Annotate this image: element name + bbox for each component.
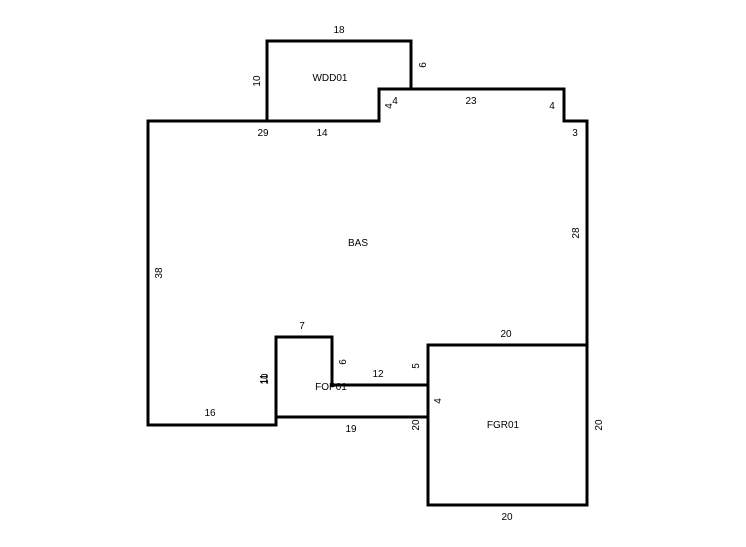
dim-bas-bottom-left: 16 <box>204 408 216 419</box>
dim-fop-top: 7 <box>299 321 305 332</box>
dim-fop-left-a: 11 <box>259 373 270 384</box>
fop-outline <box>274 335 430 419</box>
dim-bas-step-up-b: 4 <box>384 103 395 109</box>
dim-fop-right: 6 <box>338 359 349 365</box>
dim-bas-right-notch-in: 3 <box>572 128 578 139</box>
wdd-label: WDD01 <box>312 73 347 84</box>
fgr-outline <box>426 343 589 507</box>
dim-bas-step-up-a: 4 <box>392 96 398 107</box>
bas-label: BAS <box>348 238 368 249</box>
fgr-label: FGR01 <box>487 420 520 431</box>
dim-bas-right-notch: 4 <box>549 101 555 112</box>
dim-fgr-bottom: 20 <box>501 512 513 523</box>
fop-label: FOP01 <box>315 382 347 393</box>
dim-fgr-step: 4 <box>433 398 444 404</box>
dim-fgr-left: 20 <box>411 419 422 431</box>
dim-fgr-right: 20 <box>594 419 605 431</box>
dim-fop-inner: 12 <box>372 369 384 380</box>
bas-outline <box>146 87 589 427</box>
dim-fop-bottom: 19 <box>345 424 357 435</box>
dim-wdd-right: 6 <box>418 62 429 68</box>
dim-bas-left: 38 <box>154 267 165 279</box>
dim-bas-right: 28 <box>571 227 582 239</box>
dim-fgr-top: 20 <box>500 329 512 340</box>
dim-wdd-top: 18 <box>333 25 345 36</box>
dim-bas-top-mid: 14 <box>316 128 328 139</box>
dim-fop-left-b: 10 <box>260 373 271 385</box>
dim-bas-top-left: 29 <box>257 128 269 139</box>
dim-wdd-left: 10 <box>252 75 263 87</box>
dim-fop-step: 5 <box>411 363 422 369</box>
dim-bas-top-right: 23 <box>465 96 477 107</box>
wdd-outline <box>265 39 413 123</box>
